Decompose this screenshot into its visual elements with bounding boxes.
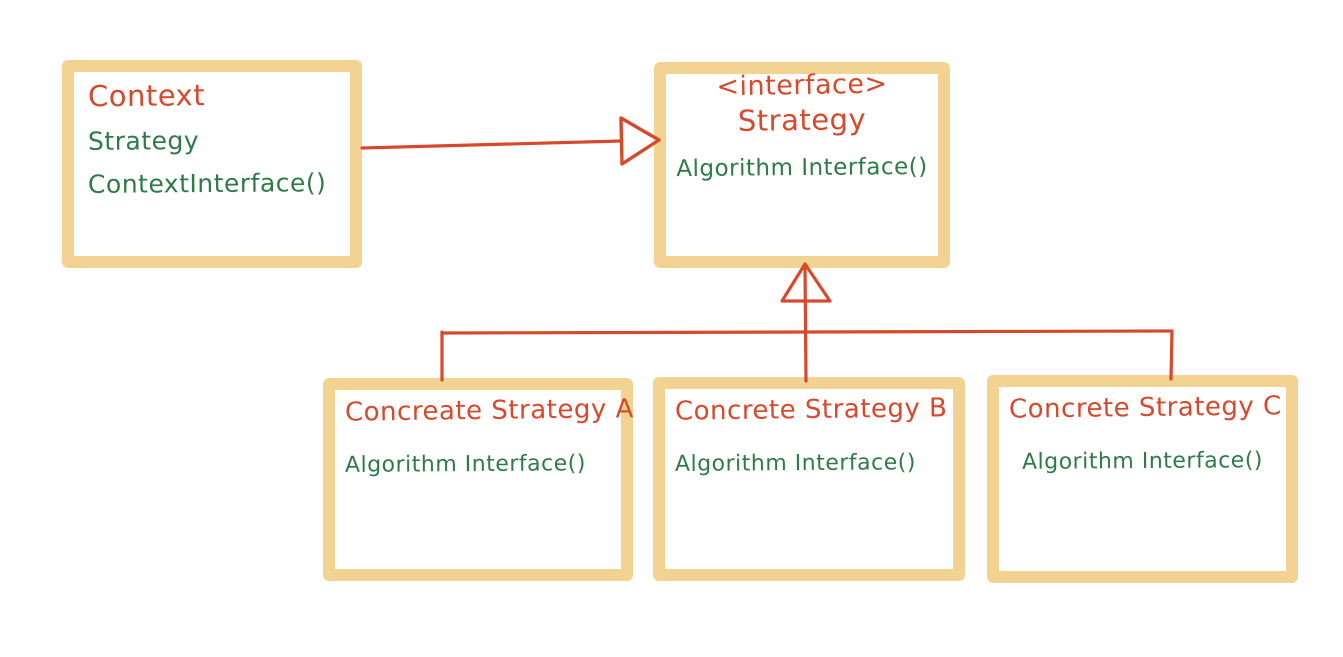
class-box-strategy-interface: <interface> Strategy Algorithm Interface… xyxy=(654,62,950,268)
concrete-c-title: Concrete Strategy C xyxy=(1008,391,1282,425)
concrete-b-title: Concrete Strategy B xyxy=(674,393,948,427)
concrete-a-title: Concreate Strategy A xyxy=(344,394,634,428)
open-triangle-up-icon xyxy=(780,262,832,303)
strategy-title: Strategy xyxy=(737,102,867,138)
context-member-strategy: Strategy xyxy=(87,126,200,156)
class-box-concrete-strategy-a: Concreate Strategy A Algorithm Interface… xyxy=(323,378,634,581)
strategy-member-algorithminterface: Algorithm Interface() xyxy=(676,153,928,183)
branch-right-drop xyxy=(1169,329,1174,381)
arrow-shaft xyxy=(360,139,623,150)
strategy-stereotype: <interface> xyxy=(716,68,888,103)
context-member-contextinterface: ContextInterface() xyxy=(87,168,327,199)
generalization-concretes-to-strategy xyxy=(440,262,1174,383)
class-box-context: Context Strategy ContextInterface() xyxy=(62,60,362,268)
concrete-a-member-algorithminterface: Algorithm Interface() xyxy=(344,451,586,478)
context-title: Context xyxy=(87,78,206,114)
branch-horizontal-line xyxy=(440,329,1174,335)
class-box-concrete-strategy-c: Concrete Strategy C Algorithm Interface(… xyxy=(987,375,1298,583)
trunk-line xyxy=(803,264,808,383)
class-box-concrete-strategy-b: Concrete Strategy B Algorithm Interface(… xyxy=(653,377,965,581)
arrow-context-to-strategy xyxy=(360,116,661,166)
concrete-b-member-algorithminterface: Algorithm Interface() xyxy=(674,450,916,477)
concrete-c-member-algorithminterface: Algorithm Interface() xyxy=(1021,448,1264,475)
